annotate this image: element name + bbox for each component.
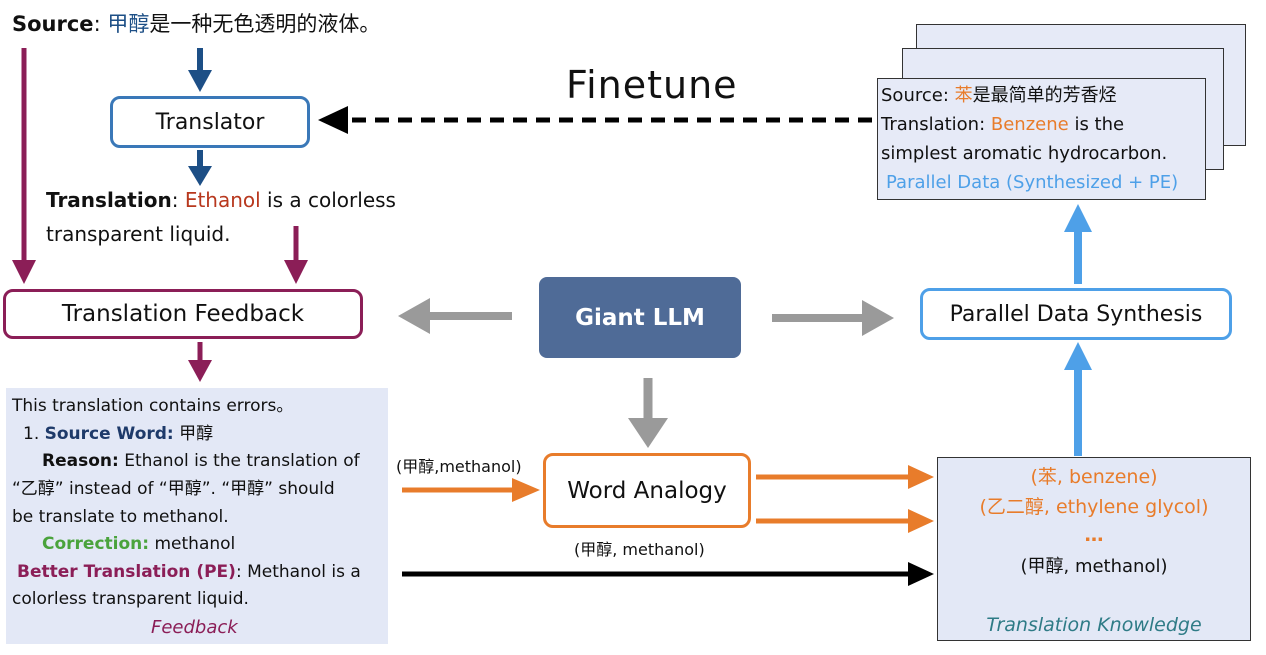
arrow-llm-to-synthesis [772, 300, 894, 336]
parallel-card-source-word: 苯 [954, 85, 973, 106]
giant-llm-label: Giant LLM [575, 304, 705, 331]
feedback-correction: Correction: methanol [42, 536, 235, 553]
parallel-card-line-1: Source: 苯是最简单的芳香烃 [881, 87, 1117, 105]
arrow-knowledge-to-synthesis [1064, 342, 1092, 456]
feedback-reason-line-3: be translate to methanol. [12, 507, 229, 527]
giant-llm-box: Giant LLM [539, 277, 741, 358]
translation-knowledge-panel: (苯, benzene) (乙二醇, ethylene glycol) … (甲… [937, 457, 1251, 641]
word-analogy-box: Word Analogy [543, 453, 751, 528]
arrow-translation-to-feedback [284, 226, 308, 284]
translation-line-1: Translation: Ethanol is a colorless [46, 190, 396, 210]
feedback-reason-line-1: Reason: Ethanol is the translation of [42, 453, 360, 470]
arrow-analogy-to-knowledge-2 [756, 509, 934, 533]
knowledge-item-3: (甲醇, methanol) [1020, 556, 1168, 577]
arrow-llm-to-feedback [398, 298, 512, 334]
feedback-reason-line-2: “乙醇” instead of “甲醇”. “甲醇” should [12, 479, 335, 499]
translation-line-2: transparent liquid. [46, 222, 231, 246]
feedback-correction-label: Correction: [42, 534, 150, 554]
parallel-card-caption: Parallel Data (Synthesized + PE) [886, 172, 1179, 193]
parallel-data-synthesis-label: Parallel Data Synthesis [949, 301, 1203, 327]
feedback-reason-label: Reason: [42, 451, 119, 471]
arrow-source-to-feedback [12, 48, 36, 284]
parallel-card-line-3: simplest aromatic hydrocarbon. [881, 143, 1168, 164]
finetune-label: Finetune [566, 63, 738, 107]
parallel-card-source-label: Source: [881, 85, 955, 106]
feedback-source-word-value: 甲醇 [173, 424, 214, 444]
feedback-better-line-2: colorless transparent liquid. [12, 589, 249, 609]
arrow-translator-to-translation [188, 150, 212, 186]
translation-word: Ethanol [184, 188, 261, 212]
analogy-input-label: (甲醇,methanol) [396, 457, 522, 476]
arrow-llm-to-analogy [628, 378, 668, 448]
feedback-source-word-label: Source Word: [44, 424, 174, 444]
feedback-line-1: This translation contains errors。 [12, 396, 294, 416]
parallel-card-source-rest: 是最简单的芳香烃 [972, 85, 1117, 106]
translation-sep: : [171, 188, 185, 212]
arrow-source-to-translator [188, 48, 212, 92]
source-word: 甲醇 [107, 12, 150, 36]
parallel-card-front: Source: 苯是最简单的芳香烃 Translation: Benzene i… [877, 78, 1206, 200]
translation-label: Translation [46, 188, 172, 212]
translation-feedback-box: Translation Feedback [3, 289, 363, 339]
feedback-source-word: 1. Source Word: 甲醇 [23, 426, 213, 443]
feedback-item-number: 1. [23, 424, 45, 444]
source-line: Source: 甲醇是一种无色透明的液体。 [12, 14, 380, 35]
analogy-below-label: (甲醇, methanol) [574, 540, 705, 559]
translator-label: Translator [155, 109, 265, 135]
source-sep: : [93, 12, 108, 36]
parallel-card-translation-label: Translation: [881, 114, 991, 135]
parallel-card-line-2: Translation: Benzene is the [881, 116, 1124, 134]
word-analogy-label: Word Analogy [567, 477, 727, 504]
feedback-caption: Feedback [151, 617, 238, 638]
knowledge-caption: Translation Knowledge [986, 614, 1202, 636]
arrow-finetune [318, 106, 872, 134]
feedback-better-line-1: Better Translation (PE): Methanol is a [17, 564, 361, 581]
parallel-data-synthesis-box: Parallel Data Synthesis [920, 288, 1232, 340]
feedback-correction-value: methanol [149, 534, 236, 554]
feedback-better-label: Better Translation (PE) [17, 562, 236, 582]
knowledge-item-2: (乙二醇, ethylene glycol) [979, 496, 1209, 518]
knowledge-item-ellipsis: … [1084, 524, 1104, 546]
parallel-card-translation-rest: is the [1068, 114, 1125, 135]
knowledge-item-1: (苯, benzene) [1030, 466, 1158, 488]
parallel-card-translation-word: Benzene [990, 114, 1069, 135]
translation-rest: is a colorless [260, 188, 396, 212]
source-label: Source [12, 12, 94, 36]
translator-box: Translator [110, 96, 310, 148]
translation-feedback-label: Translation Feedback [61, 301, 305, 327]
feedback-reason-text-1: Ethanol is the translation of [118, 451, 360, 471]
arrow-analogy-to-knowledge-1 [756, 465, 934, 489]
feedback-panel: This translation contains errors。 1. Sou… [6, 388, 388, 644]
source-rest: 是一种无色透明的液体。 [149, 12, 381, 36]
feedback-better-text-1: : Methanol is a [235, 562, 361, 582]
arrow-input-to-analogy [402, 478, 540, 502]
arrow-synthesis-to-data [1064, 204, 1092, 284]
arrow-pe-to-knowledge [402, 562, 934, 586]
arrow-feedback-to-panel [188, 342, 212, 382]
